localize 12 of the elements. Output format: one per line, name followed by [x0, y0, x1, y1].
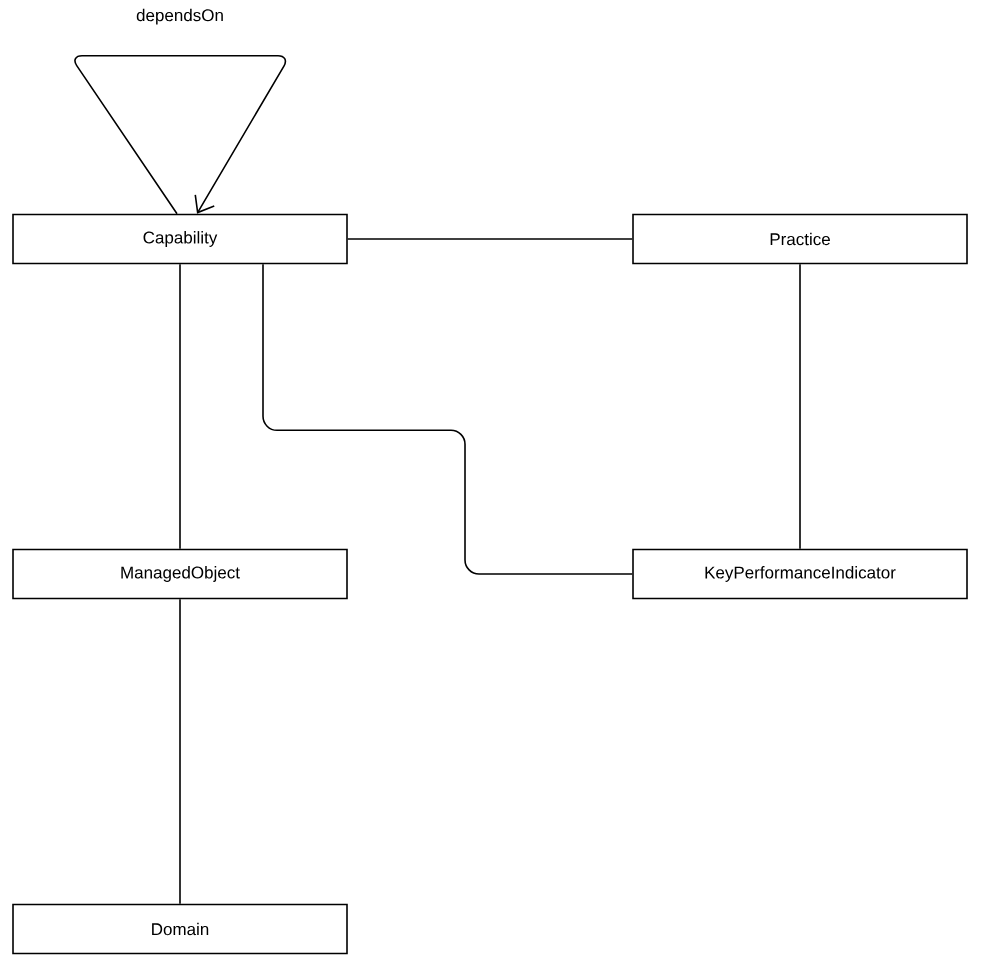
class-box: KeyPerformanceIndicator	[632, 548, 968, 600]
edge-label: dependsOn	[136, 8, 223, 25]
class-box: Domain	[12, 903, 348, 955]
connector	[74, 54, 287, 215]
connector	[262, 263, 633, 575]
connector	[179, 598, 181, 905]
class-box: Capability	[12, 213, 348, 265]
class-box: Practice	[632, 213, 968, 265]
connector	[799, 263, 801, 550]
connector	[179, 263, 181, 550]
connector	[347, 238, 633, 240]
class-box: ManagedObject	[12, 548, 348, 600]
